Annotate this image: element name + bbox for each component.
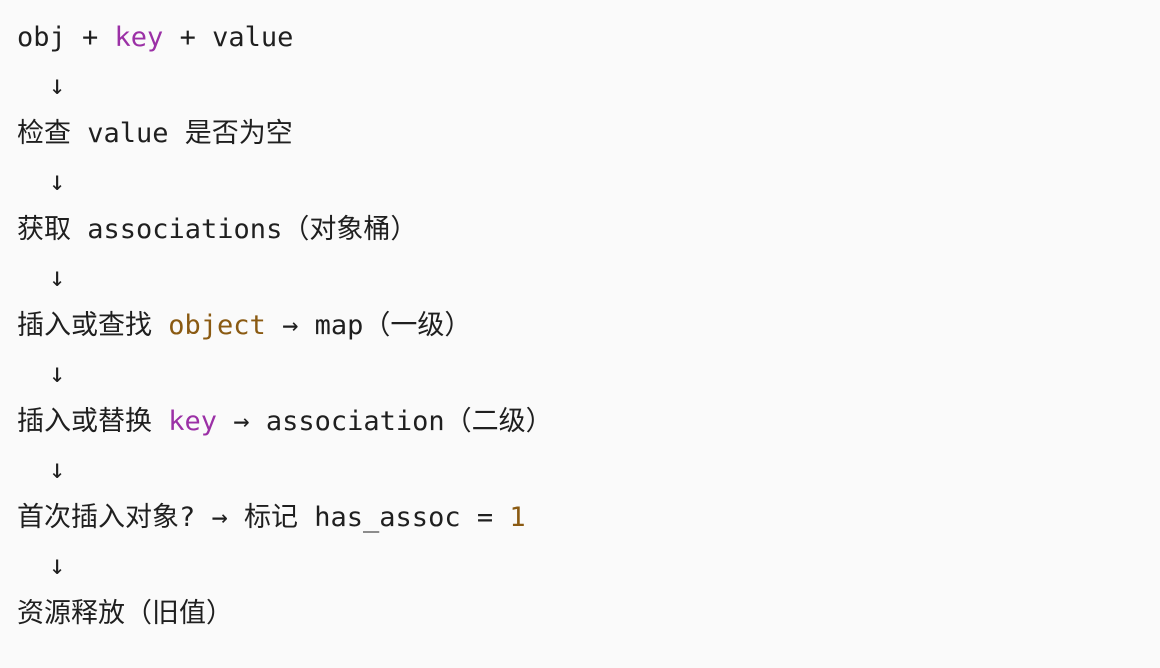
flow-step-5-token-1: 插入或替换	[17, 406, 169, 437]
flow-step-4-token-1: 插入或查找	[17, 310, 169, 341]
flow-step-6-token-2: 1	[509, 502, 526, 533]
flow-step-4-token-2: object	[168, 310, 266, 341]
flow-step-1-token-1: obj +	[17, 22, 115, 53]
down-arrow-icon: ↓	[49, 166, 66, 197]
flow-step-7: 资源释放（旧值）	[17, 590, 553, 638]
flow-step-5: 插入或替换 key → association（二级）	[17, 398, 553, 446]
flow-step-5-token-2: key	[168, 406, 218, 437]
flow-step-2: 检查 value 是否为空	[17, 110, 553, 158]
down-arrow-icon: ↓	[49, 454, 66, 485]
flow-step-5-token-3: → association（二级）	[217, 406, 553, 437]
flow-step-1-token-2: key	[114, 22, 164, 53]
flow-step-4: 插入或查找 object → map（一级）	[17, 302, 553, 350]
flow-step-2-token-1: 检查 value 是否为空	[17, 118, 293, 149]
flow-step-4-token-3: → map（一级）	[265, 310, 472, 341]
flow-code-block: obj + key + value ↓ 检查 value 是否为空 ↓ 获取 assoc…	[17, 14, 553, 638]
down-arrow-icon: ↓	[49, 550, 66, 581]
flow-step-3-token-1: 获取 associations（对象桶）	[17, 214, 418, 245]
flow-step-6: 首次插入对象? → 标记 has_assoc = 1	[17, 494, 553, 542]
flow-step-1: obj + key + value	[17, 14, 553, 62]
down-arrow-icon: ↓	[49, 262, 66, 293]
flow-step-3: 获取 associations（对象桶）	[17, 206, 553, 254]
down-arrow-icon: ↓	[49, 70, 66, 101]
flow-step-6-token-1: 首次插入对象? → 标记 has_assoc =	[17, 502, 510, 533]
flow-step-7-token-1: 资源释放（旧值）	[17, 598, 233, 629]
flow-step-1-token-3: + value	[163, 22, 294, 53]
down-arrow-icon: ↓	[49, 358, 66, 389]
